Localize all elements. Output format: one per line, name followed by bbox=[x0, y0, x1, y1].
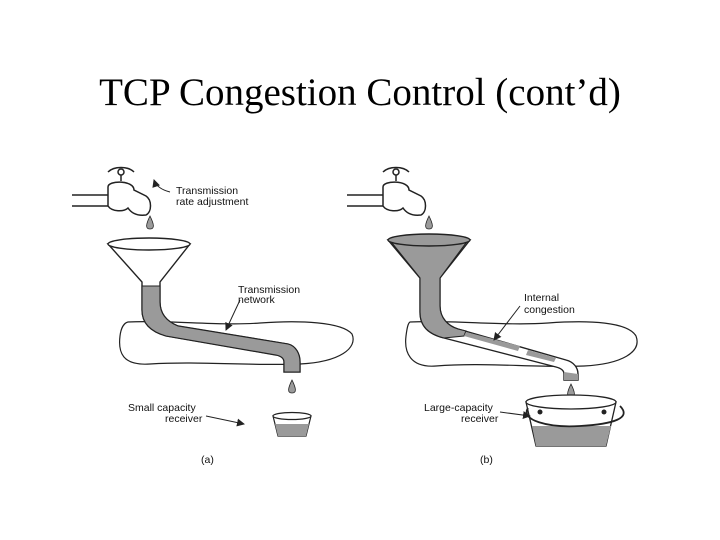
label-large-receiver-line2: receiver bbox=[461, 413, 499, 425]
drop-a-top bbox=[146, 215, 154, 230]
label-network-line2: network bbox=[238, 294, 276, 306]
drop-b-top bbox=[425, 215, 433, 230]
label-small-receiver-line2: receiver bbox=[165, 413, 203, 425]
label-tap-line2: rate adjustment bbox=[176, 196, 248, 208]
tap-b-icon bbox=[347, 166, 427, 216]
panel-b: Internal congestion Large-capacity recei… bbox=[347, 166, 638, 466]
panel-a: Transmission rate adjustment Transmissio… bbox=[72, 166, 354, 466]
caption-a: (a) bbox=[201, 454, 214, 466]
large-bucket bbox=[525, 394, 625, 447]
caption-b: (b) bbox=[480, 454, 493, 466]
tap-a-icon bbox=[72, 166, 152, 216]
drop-a-bottom bbox=[288, 379, 296, 394]
small-bucket bbox=[272, 411, 312, 437]
funnel-a bbox=[106, 237, 301, 373]
label-congestion-line1: Internal bbox=[524, 292, 559, 304]
label-network-line1: Transmission bbox=[238, 284, 300, 296]
network-blob-b bbox=[405, 320, 638, 368]
label-small-receiver-line1: Small capacity bbox=[128, 402, 196, 414]
label-tap-line1: Transmission bbox=[176, 185, 238, 197]
funnel-b bbox=[386, 233, 579, 381]
label-large-receiver-line1: Large-capacity bbox=[424, 402, 494, 414]
label-congestion-line2: congestion bbox=[524, 304, 575, 316]
slide-title: TCP Congestion Control (cont’d) bbox=[99, 71, 621, 114]
